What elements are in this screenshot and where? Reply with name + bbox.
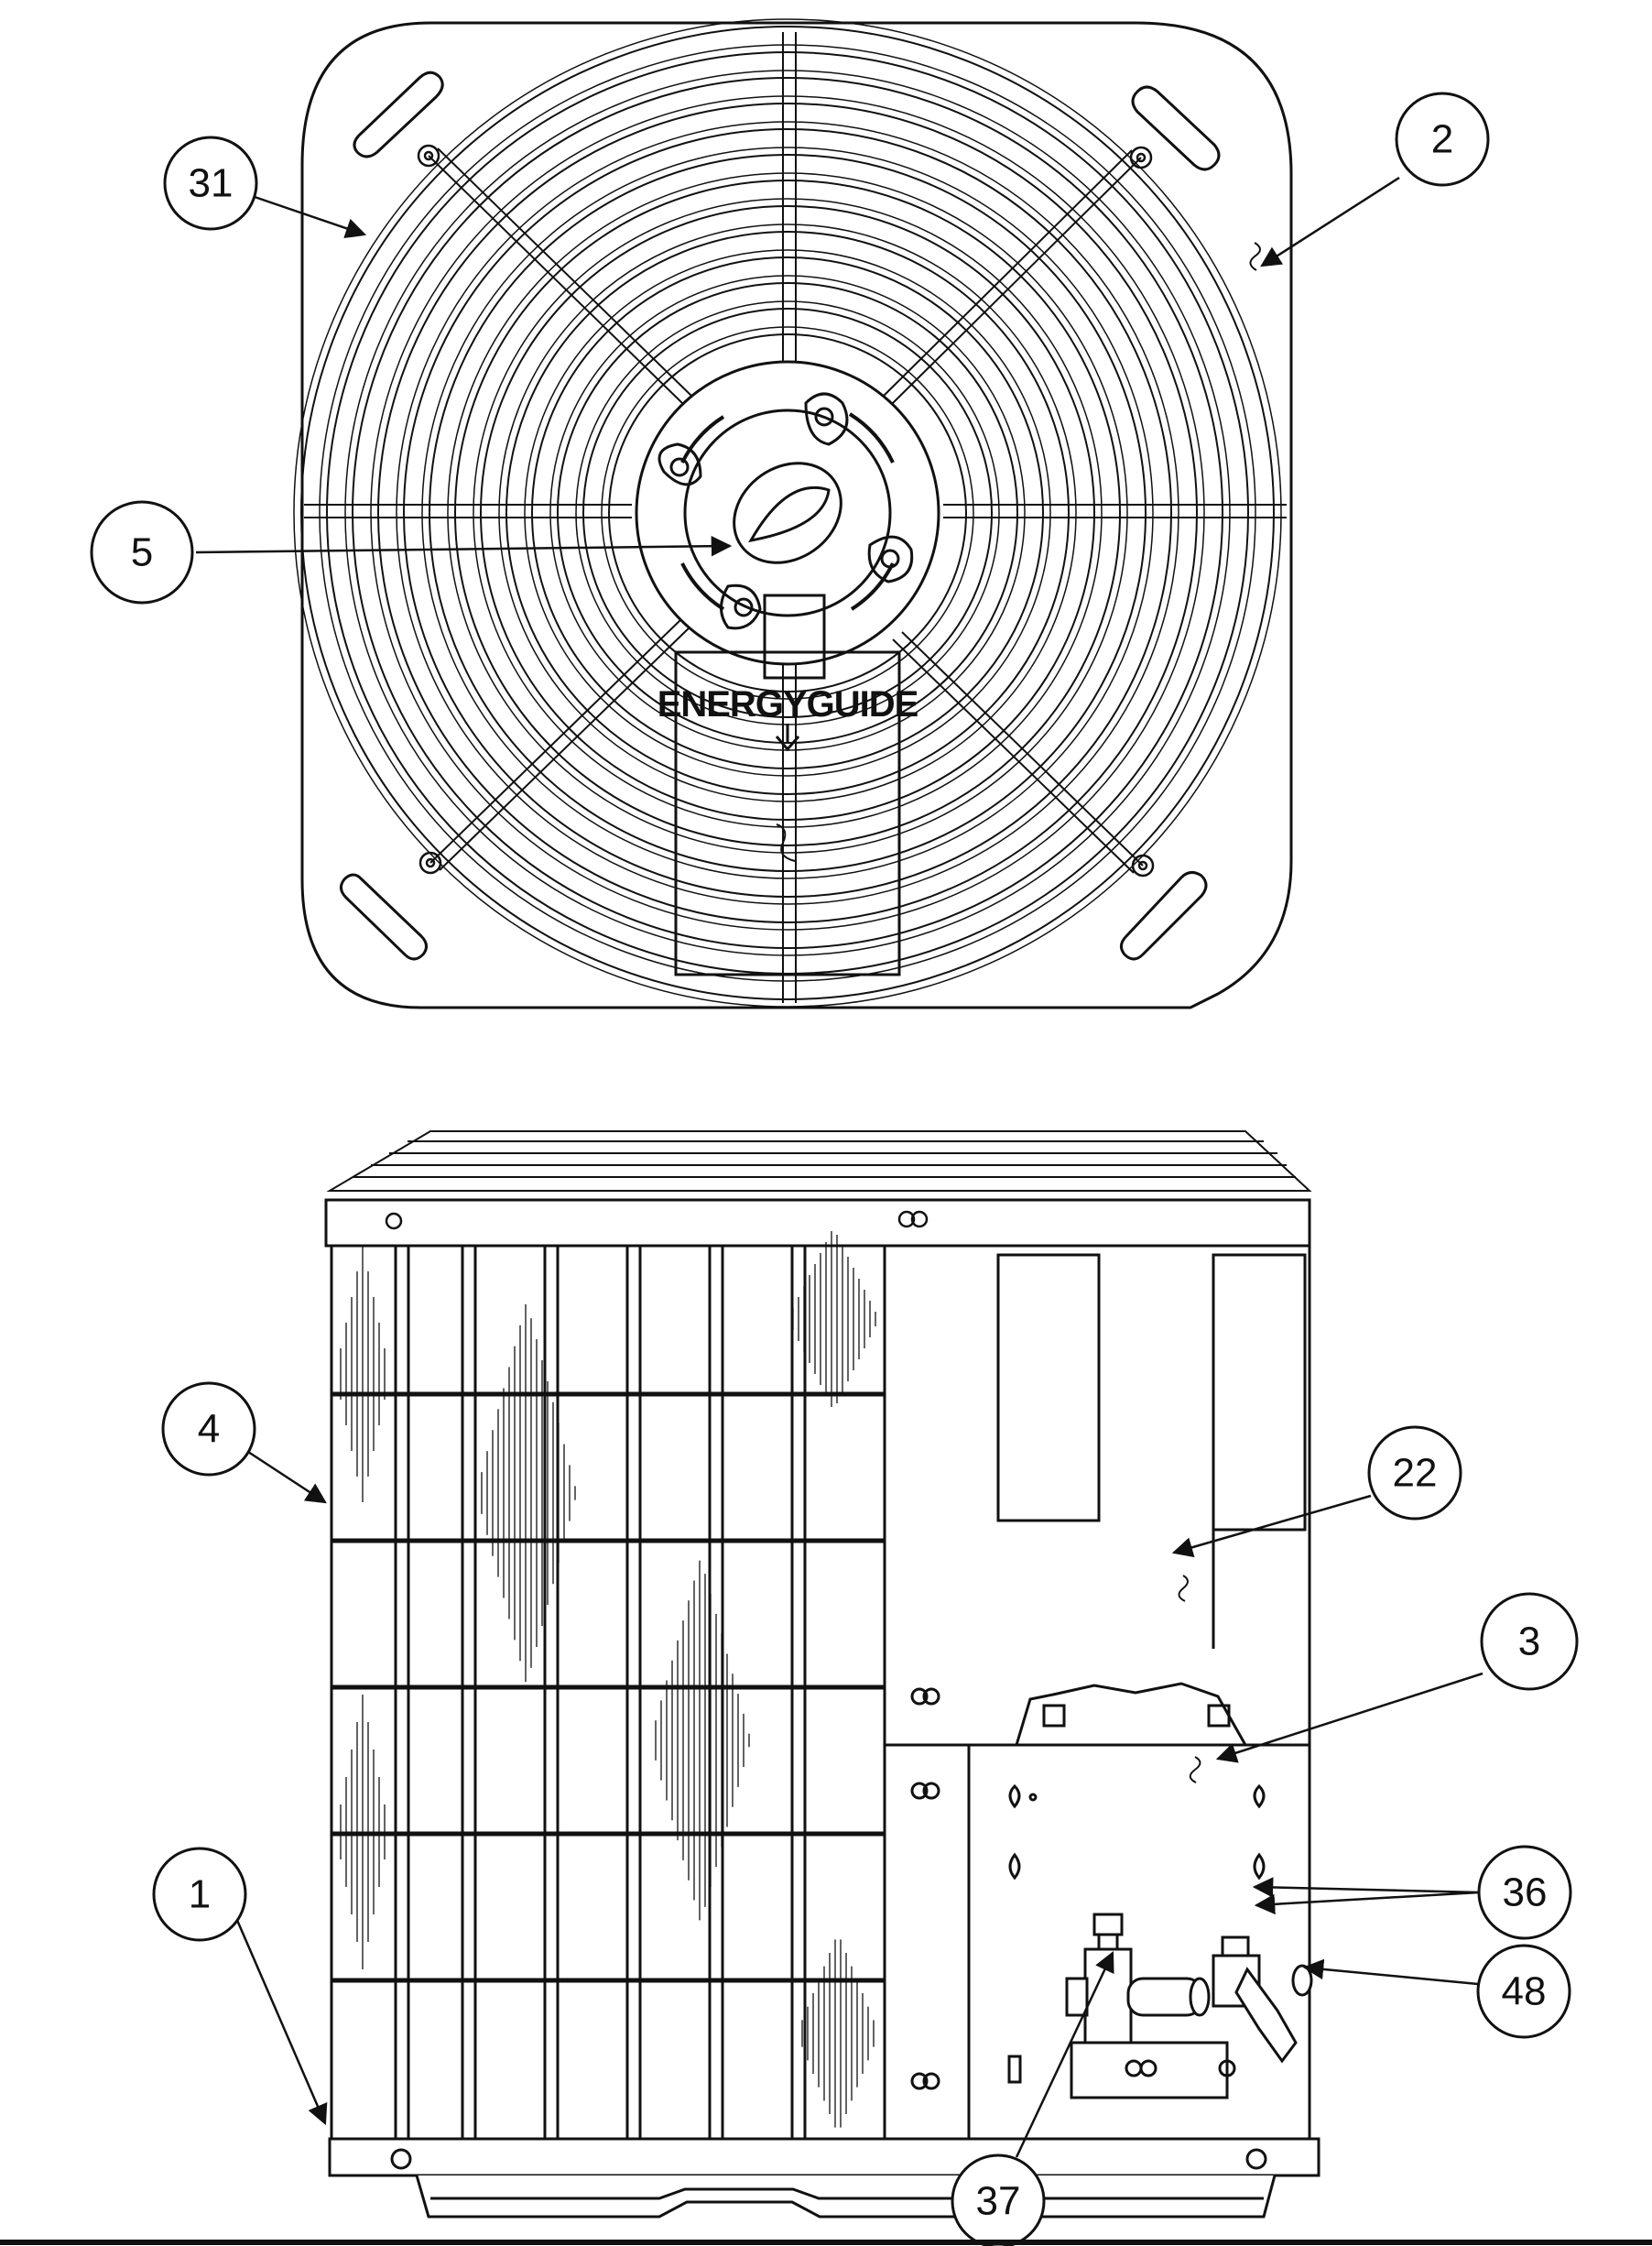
callout-31: 31 (163, 136, 258, 231)
leader-lines (195, 176, 1484, 2158)
callout-48-circle (1476, 1944, 1571, 2039)
coil-guard (330, 1231, 886, 2154)
callout-31-label: 31 (189, 161, 234, 206)
base-pan (328, 2137, 1321, 2219)
callout-3: 3 (1480, 1592, 1579, 1691)
energy-guide-label: ENERGYGUIDE (658, 594, 919, 976)
callout-22-circle (1367, 1425, 1462, 1521)
callout-4-circle (161, 1381, 256, 1477)
callout-3-circle (1480, 1592, 1579, 1691)
top-panel-outline (300, 21, 1293, 1009)
top-rail (324, 1198, 1311, 1248)
energy-guide-text: ENERGYGUIDE (658, 684, 918, 725)
callout-5-circle (90, 500, 194, 605)
callout-22-label: 22 (1393, 1451, 1438, 1496)
callout-37-label: 37 (976, 2179, 1021, 2224)
callout-1-circle (152, 1847, 247, 1942)
guard-spokes (304, 32, 1287, 1003)
corner-slots (340, 71, 1221, 961)
top-view-fan-guard: ENERGYGUIDE (293, 18, 1293, 1009)
callout-5-label: 5 (131, 530, 153, 575)
callout-37: 37 (951, 2153, 1046, 2246)
callout-4: 4 (161, 1381, 256, 1477)
callout-48: 48 (1476, 1944, 1571, 2039)
fan-motor-hub (635, 360, 940, 666)
callout-2-label: 2 (1431, 117, 1453, 162)
service-valves (1007, 1913, 1313, 2099)
callout-2: 2 (1395, 92, 1490, 187)
callout-36: 36 (1477, 1845, 1572, 1940)
callout-22: 22 (1367, 1425, 1462, 1521)
callout-37-circle (951, 2153, 1046, 2246)
callout-4-label: 4 (198, 1407, 220, 1452)
callout-36-label: 36 (1503, 1870, 1548, 1915)
callout-3-label: 3 (1518, 1619, 1540, 1664)
callout-5: 5 (90, 500, 194, 605)
top-cover (326, 1130, 1312, 1192)
guard-rings (293, 18, 1282, 1008)
callout-48-label: 48 (1502, 1969, 1547, 2014)
callout-1: 1 (152, 1847, 247, 1942)
callout-1-label: 1 (189, 1872, 211, 1917)
callout-2-circle (1395, 92, 1490, 187)
callout-36-circle (1477, 1845, 1572, 1940)
callout-31-circle (163, 136, 258, 231)
front-view-unit (324, 1130, 1321, 2219)
